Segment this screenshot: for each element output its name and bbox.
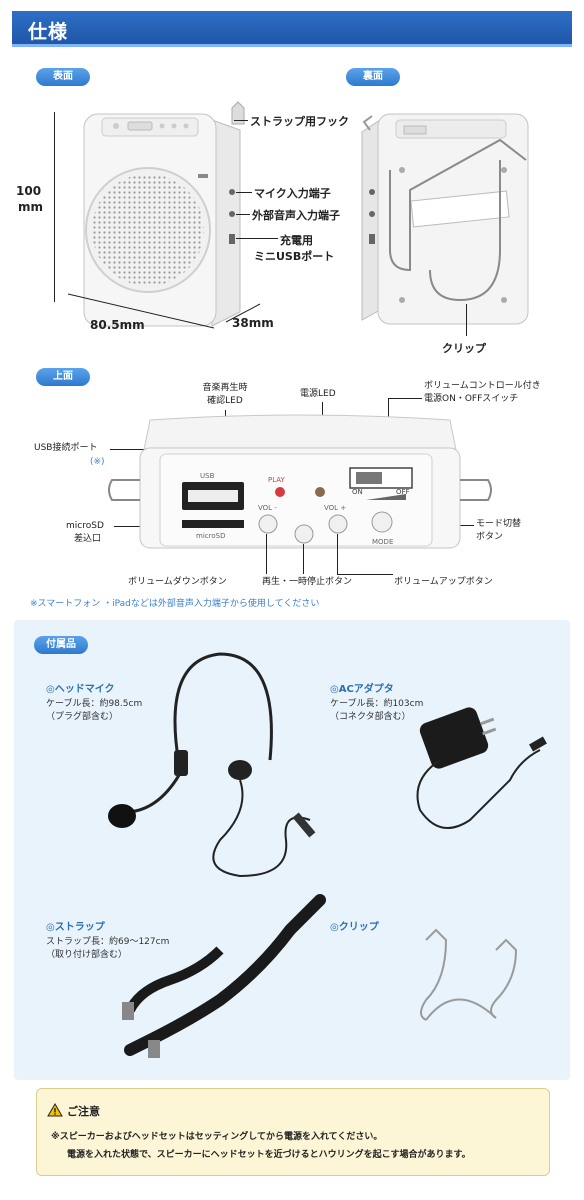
notice-box: ご注意 ※スピーカーおよびヘッドセットはセッティングしてから電源を入れてください… bbox=[36, 1088, 550, 1176]
headset-desc-line1: ケーブル長：約98.5cm bbox=[46, 699, 143, 709]
top-view-footnote: ※スマートフォン ・iPadなどは外部音声入力端子から使用してください bbox=[30, 599, 320, 609]
top-device-illustration bbox=[108, 414, 492, 549]
clip-label: クリップ bbox=[442, 342, 486, 355]
width-dimension-line bbox=[67, 293, 215, 329]
device-microsd-text: microSD bbox=[196, 532, 226, 540]
power-led-label: 電源LED bbox=[300, 389, 336, 399]
device-on-text: ON bbox=[352, 488, 363, 496]
device-vol-plus-text: VOL + bbox=[324, 504, 347, 512]
usb-port-label-line1: USB接続ポート bbox=[34, 443, 98, 453]
top-view-tag: 上面 bbox=[36, 368, 90, 386]
notice-line-2: 電源を入れた状態で、スピーカーにヘッドセットを近づけるとハウリングを起こす場合が… bbox=[67, 1150, 471, 1160]
mode-switch-label-line2: ボタン bbox=[476, 532, 504, 542]
volume-up-label: ボリュームアップボタン bbox=[394, 577, 493, 587]
music-led-label-line1: 音楽再生時 bbox=[202, 383, 248, 393]
height-dimension-unit: mm bbox=[18, 200, 44, 214]
back-device-illustration bbox=[361, 113, 529, 325]
warning-icon bbox=[47, 1103, 63, 1117]
clip-leader bbox=[466, 304, 467, 336]
volume-up-leader-h bbox=[337, 574, 393, 575]
depth-dimension-line bbox=[225, 303, 261, 323]
width-dimension-value: 80.5mm bbox=[90, 318, 145, 332]
headset-title: ◎ヘッドマイク bbox=[46, 684, 115, 695]
strap-hook-leader bbox=[234, 120, 248, 121]
back-view-tag: 裏面 bbox=[346, 68, 400, 86]
charging-port-label-line1: 充電用 bbox=[280, 234, 313, 247]
height-dimension-line bbox=[54, 112, 55, 302]
accessories-tag: 付属品 bbox=[34, 636, 88, 654]
volume-down-leader bbox=[266, 534, 267, 574]
volume-up-leader bbox=[337, 534, 338, 574]
charging-port-leader bbox=[236, 238, 278, 239]
clip-accessory-illustration bbox=[420, 928, 518, 1021]
charging-port-label-line2: ミニUSBポート bbox=[254, 250, 335, 263]
play-pause-label: 再生・一時停止ボタン bbox=[262, 577, 353, 587]
front-view-tag: 表面 bbox=[36, 68, 90, 86]
volume-switch-label-line1: ボリュームコントロール付き bbox=[424, 381, 541, 391]
notice-title: ご注意 bbox=[67, 1105, 100, 1118]
clip-accessory-title: ◎クリップ bbox=[330, 922, 379, 933]
mic-input-leader bbox=[236, 192, 252, 193]
ac-adapter-title: ◎ACアダプタ bbox=[330, 684, 394, 695]
depth-dimension-value: 38mm bbox=[232, 316, 274, 330]
headset-desc-line2: （プラグ部含む） bbox=[46, 712, 119, 722]
play-pause-leader bbox=[303, 544, 304, 574]
microsd-label-line2: 差込口 bbox=[74, 534, 102, 544]
notice-line-1: ※スピーカーおよびヘッドセットはセッティングしてから電源を入れてください。 bbox=[51, 1132, 383, 1142]
strap-desc-line1: ストラップ長：約69～127cm bbox=[46, 937, 170, 947]
microsd-label-line1: microSD bbox=[66, 521, 104, 531]
ac-adapter-illustration bbox=[416, 707, 547, 829]
ac-adapter-desc-line1: ケーブル長：約103cm bbox=[330, 699, 424, 709]
device-mode-text: MODE bbox=[372, 538, 394, 546]
device-vol-minus-text: VOL - bbox=[258, 504, 277, 512]
mic-input-label: マイク入力端子 bbox=[254, 187, 331, 200]
page-title: 仕様 bbox=[28, 21, 69, 43]
device-usb-text: USB bbox=[200, 472, 215, 480]
volume-down-label: ボリュームダウンボタン bbox=[128, 577, 227, 587]
strap-title: ◎ストラップ bbox=[46, 922, 105, 933]
volume-switch-label-line2: 電源ON・OFFスイッチ bbox=[424, 394, 519, 404]
mode-switch-label-line1: モード切替 bbox=[476, 519, 522, 529]
front-device-illustration bbox=[83, 101, 245, 327]
strap-desc-line2: （取り付け部含む） bbox=[46, 950, 128, 960]
page-header: 仕様 bbox=[0, 0, 584, 52]
device-off-text: OFF bbox=[396, 488, 410, 496]
height-dimension-value: 100 bbox=[16, 184, 42, 198]
ac-adapter-desc-line2: （コネクタ部含む） bbox=[330, 712, 411, 722]
headset-illustration bbox=[108, 652, 316, 878]
volume-switch-leader-a bbox=[388, 398, 422, 399]
ext-audio-leader bbox=[236, 214, 250, 215]
usb-port-label-line2: (※) bbox=[90, 457, 105, 467]
ext-audio-input-label: 外部音声入力端子 bbox=[252, 209, 340, 222]
music-led-label-line2: 確認LED bbox=[207, 396, 243, 406]
device-play-text: PLAY bbox=[268, 476, 285, 484]
header-bar: 仕様 bbox=[12, 11, 572, 47]
strap-hook-label: ストラップ用フック bbox=[250, 115, 349, 128]
strap-illustration bbox=[122, 894, 326, 1058]
